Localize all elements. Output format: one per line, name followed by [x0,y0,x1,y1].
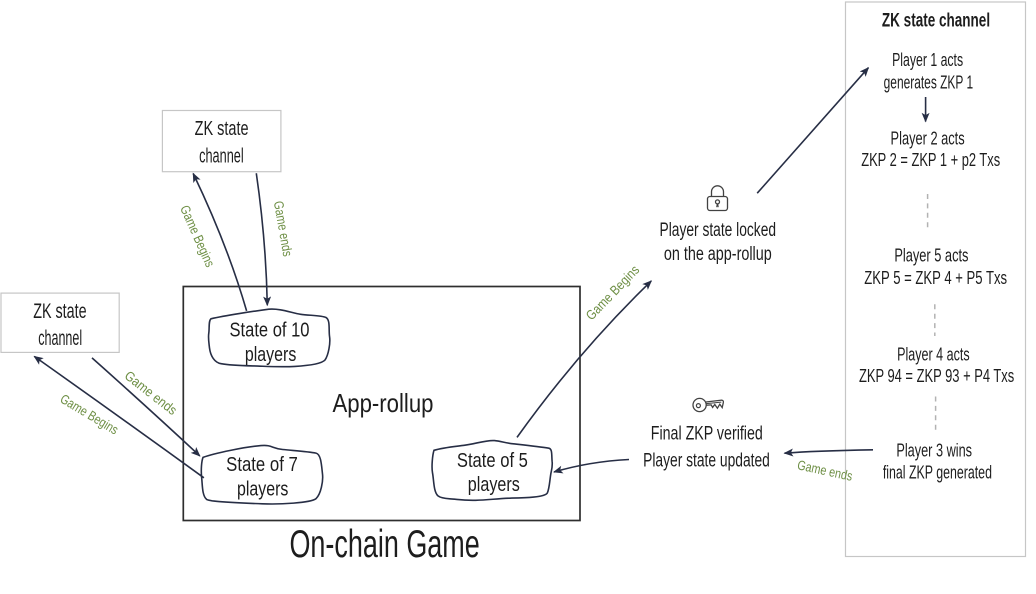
svg-text:Player state locked: Player state locked [660,220,777,241]
svg-text:players: players [237,478,288,501]
svg-text:generates ZKP 1: generates ZKP 1 [884,73,974,93]
svg-text:Player 2 acts: Player 2 acts [891,128,965,148]
svg-text:Final ZKP verified: Final ZKP verified [651,424,763,445]
svg-text:State of 10: State of 10 [230,318,310,341]
svg-text:Game Begins: Game Begins [58,391,122,437]
svg-text:On-chain Game: On-chain Game [289,523,479,566]
svg-text:ZKP 2 = ZKP 1 + p2 Txs: ZKP 2 = ZKP 1 + p2 Txs [861,150,1000,170]
svg-text:Player 4 acts: Player 4 acts [897,345,970,365]
svg-text:final ZKP generated: final ZKP generated [883,463,992,483]
svg-text:ZK state: ZK state [195,118,249,140]
svg-text:on the app-rollup: on the app-rollup [664,244,772,265]
svg-text:ZKP 5 = ZKP 4 + P5 Txs: ZKP 5 = ZKP 4 + P5 Txs [864,268,1007,288]
svg-text:App-rollup: App-rollup [333,388,434,418]
svg-text:Player 5 acts: Player 5 acts [894,246,968,266]
svg-text:Player 1 acts: Player 1 acts [892,50,963,70]
svg-text:State of 5: State of 5 [457,449,528,472]
svg-text:Player 3 wins: Player 3 wins [896,440,972,460]
svg-text:ZK state channel: ZK state channel [882,10,990,32]
svg-text:channel: channel [38,326,82,350]
svg-text:ZKP 94 = ZKP 93 + P4 Txs: ZKP 94 = ZKP 93 + P4 Txs [859,366,1014,386]
svg-text:Game Begins: Game Begins [583,262,643,323]
svg-text:players: players [245,343,296,366]
svg-text:Game ends: Game ends [271,200,296,258]
svg-text:players: players [468,473,520,496]
svg-text:Player state updated: Player state updated [643,451,770,472]
svg-text:ZK state: ZK state [33,299,86,323]
svg-text:State of 7: State of 7 [226,453,298,476]
svg-text:channel: channel [199,146,244,168]
